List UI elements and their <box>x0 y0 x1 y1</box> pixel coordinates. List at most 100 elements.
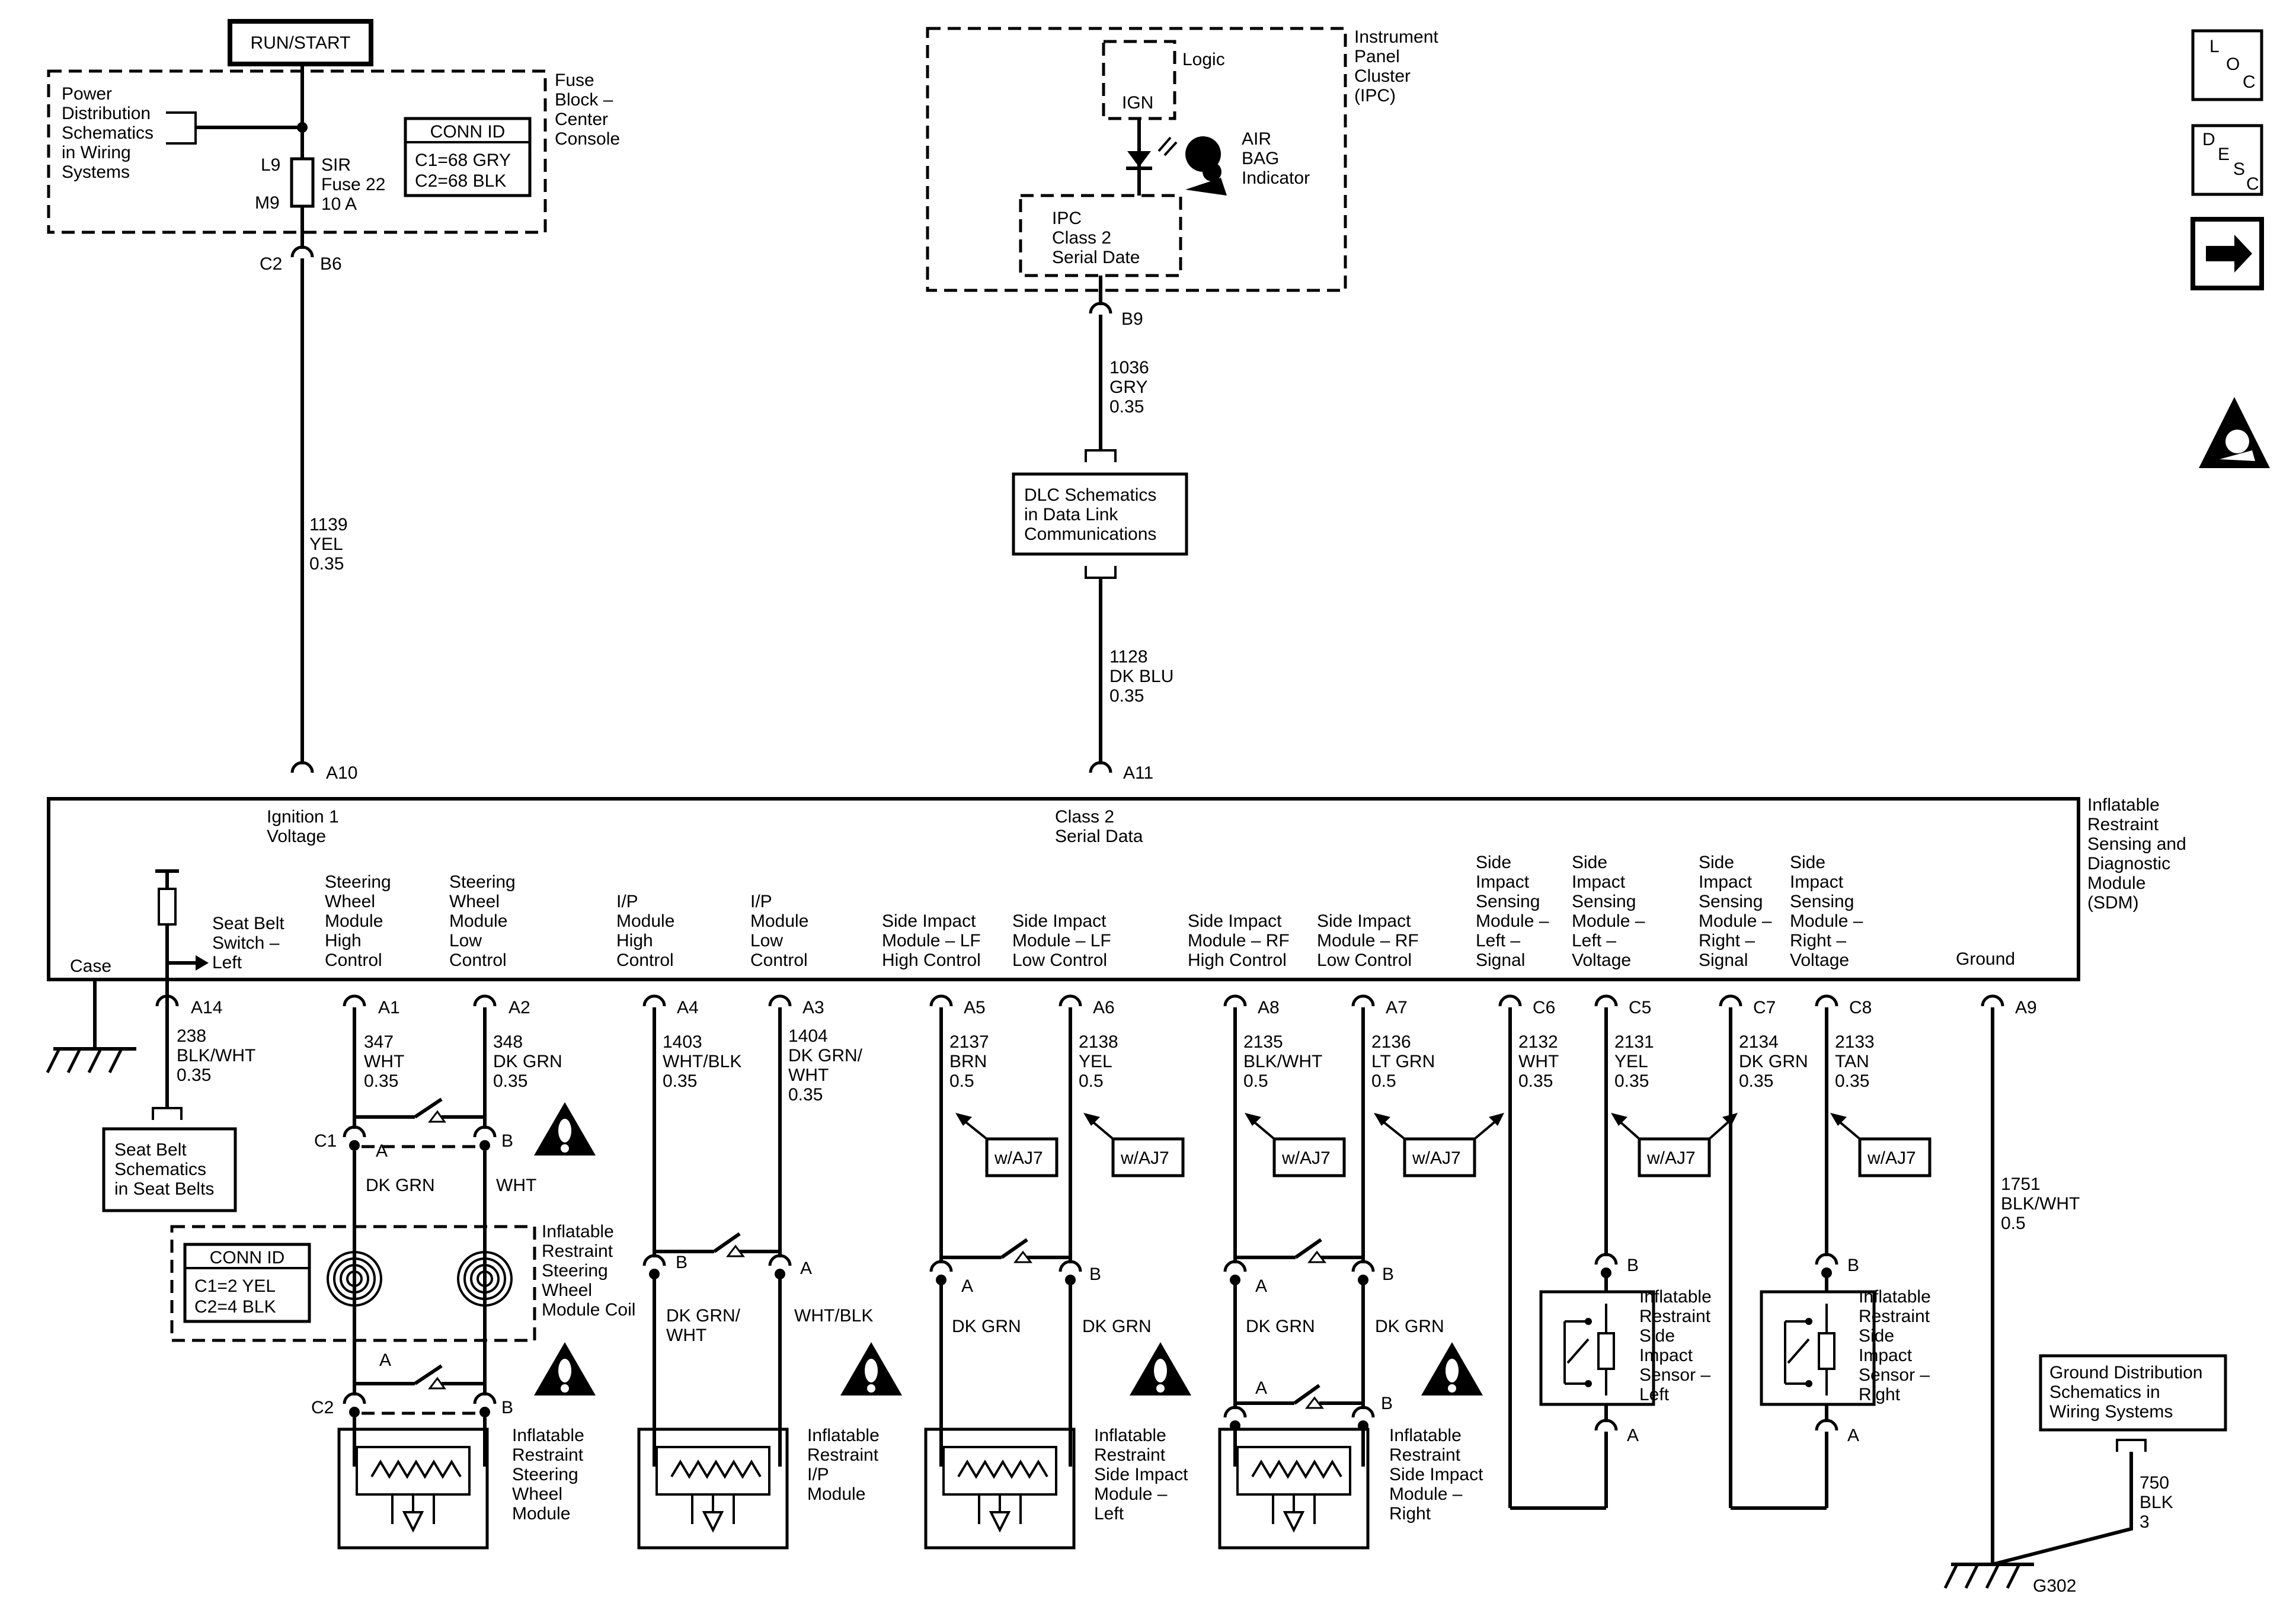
svg-text:A: A <box>961 1276 973 1296</box>
svg-text:Left –: Left – <box>1572 931 1616 950</box>
ipc-boundary <box>926 27 1347 292</box>
svg-text:0.5: 0.5 <box>1243 1071 1268 1091</box>
fuse-block-boundary <box>47 69 547 234</box>
instrument-panel-cluster: Instrument Panel Cluster (IPC) Logic IGN… <box>926 27 1438 783</box>
svg-text:Right –: Right – <box>1790 931 1846 950</box>
svg-text:Side Impact: Side Impact <box>1317 911 1411 931</box>
svg-text:w/AJ7: w/AJ7 <box>1646 1148 1696 1168</box>
svg-text:Sensing: Sensing <box>1572 892 1636 911</box>
svg-text:C1: C1 <box>314 1131 337 1151</box>
svg-text:0.35: 0.35 <box>788 1085 823 1105</box>
svg-text:Module: Module <box>750 911 808 931</box>
svg-text:0.5: 0.5 <box>1371 1071 1396 1091</box>
airbag-indicator-icon <box>1157 136 1227 196</box>
svg-text:Side: Side <box>1572 853 1607 872</box>
svg-text:Sensing: Sensing <box>1699 892 1763 911</box>
svg-text:Right –: Right – <box>1699 931 1755 950</box>
svg-text:Wiring Systems: Wiring Systems <box>2049 1402 2173 1422</box>
svg-text:LT GRN: LT GRN <box>1371 1052 1435 1071</box>
svg-text:238: 238 <box>177 1026 206 1046</box>
svg-text:Side: Side <box>1699 853 1734 872</box>
svg-text:Restraint: Restraint <box>512 1445 584 1465</box>
wire-1036-3: 0.35 <box>1109 397 1144 417</box>
svg-text:2134: 2134 <box>1739 1032 1779 1052</box>
power-dist-5: Systems <box>62 162 130 182</box>
svg-text:Module Coil: Module Coil <box>542 1300 635 1320</box>
svg-text:A2: A2 <box>509 998 530 1017</box>
svg-text:High Control: High Control <box>882 950 981 970</box>
svg-text:Impact: Impact <box>1699 872 1753 892</box>
svg-text:Sensing: Sensing <box>1790 892 1854 911</box>
sdm-ign-voltage-1: Ignition 1 <box>267 807 339 827</box>
svg-text:Module: Module <box>449 911 507 931</box>
svg-text:WHT: WHT <box>496 1176 536 1195</box>
svg-text:I/P: I/P <box>616 892 638 911</box>
svg-text:DK GRN: DK GRN <box>1082 1317 1152 1336</box>
svg-text:C1=2 YEL: C1=2 YEL <box>194 1276 276 1296</box>
pin-b9: B9 <box>1121 309 1143 329</box>
dlc-label-1: DLC Schematics <box>1024 485 1156 505</box>
svg-text:Schematics: Schematics <box>114 1160 206 1179</box>
svg-text:A1: A1 <box>378 998 400 1017</box>
svg-text:BLK/WHT: BLK/WHT <box>177 1046 255 1065</box>
svg-text:High: High <box>616 931 653 950</box>
svg-text:E: E <box>2218 145 2230 164</box>
svg-text:I/P: I/P <box>807 1465 829 1484</box>
svg-text:347: 347 <box>364 1032 394 1052</box>
fuse-conn-id-title: CONN ID <box>430 122 506 142</box>
svg-text:Restraint: Restraint <box>1389 1445 1461 1465</box>
desc-icon[interactable]: D E S C <box>2191 124 2263 196</box>
next-arrow-icon[interactable] <box>2191 217 2264 290</box>
svg-text:0.35: 0.35 <box>1518 1071 1553 1091</box>
svg-text:0.35: 0.35 <box>493 1071 527 1091</box>
svg-text:Impact: Impact <box>1790 872 1844 892</box>
wire-1128-2: DK BLU <box>1109 667 1173 686</box>
sdm-ign-voltage-2: Voltage <box>267 827 326 846</box>
svg-text:2138: 2138 <box>1079 1032 1118 1052</box>
svg-text:A9: A9 <box>2015 998 2037 1017</box>
svg-text:Schematics in: Schematics in <box>2049 1382 2160 1402</box>
svg-text:DK GRN: DK GRN <box>1246 1317 1315 1336</box>
svg-text:2136: 2136 <box>1371 1032 1411 1052</box>
sdm-label-6: (SDM) <box>2087 893 2139 913</box>
svg-text:Impact: Impact <box>1639 1346 1693 1365</box>
svg-text:O: O <box>2226 55 2240 74</box>
wire-1036-2: GRY <box>1109 377 1147 397</box>
svg-text:0.5: 0.5 <box>2001 1214 2026 1233</box>
svg-text:Impact: Impact <box>1476 872 1530 892</box>
svg-text:DK GRN: DK GRN <box>952 1317 1021 1336</box>
sdm-label-2: Restraint <box>2087 815 2159 834</box>
svg-text:Control: Control <box>616 950 674 970</box>
ground-g302-icon <box>1945 1564 2034 1588</box>
wire-1128-1: 1128 <box>1109 647 1148 667</box>
svg-text:Inflatable: Inflatable <box>1859 1287 1931 1307</box>
ipc-label-1: Instrument <box>1354 27 1438 47</box>
fuse-block-label-2: Block – <box>555 90 613 110</box>
ipc-label-4: (IPC) <box>1354 86 1396 105</box>
svg-text:0.5: 0.5 <box>1079 1071 1104 1091</box>
svg-text:I/P: I/P <box>750 892 772 911</box>
svg-text:A6: A6 <box>1093 998 1115 1017</box>
svg-text:Module: Module <box>807 1484 865 1504</box>
svg-text:1404: 1404 <box>788 1026 828 1046</box>
fuse-l9: L9 <box>261 155 280 175</box>
svg-text:WHT: WHT <box>1518 1052 1559 1071</box>
svg-text:Side Impact: Side Impact <box>1094 1465 1188 1484</box>
sdm-label-3: Sensing and <box>2087 834 2186 854</box>
svg-text:B: B <box>1089 1265 1101 1284</box>
svg-text:Inflatable: Inflatable <box>542 1222 614 1241</box>
wire-1139-3: 0.35 <box>309 554 344 574</box>
svg-text:Module: Module <box>325 911 383 931</box>
svg-text:Left: Left <box>1639 1385 1670 1404</box>
dlc-label-2: in Data Link <box>1024 505 1118 524</box>
sdm-case-label: Case <box>70 956 111 976</box>
svg-text:1403: 1403 <box>663 1032 702 1052</box>
svg-text:Low: Low <box>750 931 783 950</box>
seat-belt-switch-3: Left <box>212 953 242 972</box>
svg-text:A: A <box>1627 1426 1639 1445</box>
fuse-conn-id-box <box>404 117 532 197</box>
power-dist-4: in Wiring <box>62 143 131 162</box>
loc-icon[interactable]: L O C <box>2191 29 2263 101</box>
svg-text:2133: 2133 <box>1835 1032 1875 1052</box>
svg-text:Module: Module <box>512 1504 570 1523</box>
